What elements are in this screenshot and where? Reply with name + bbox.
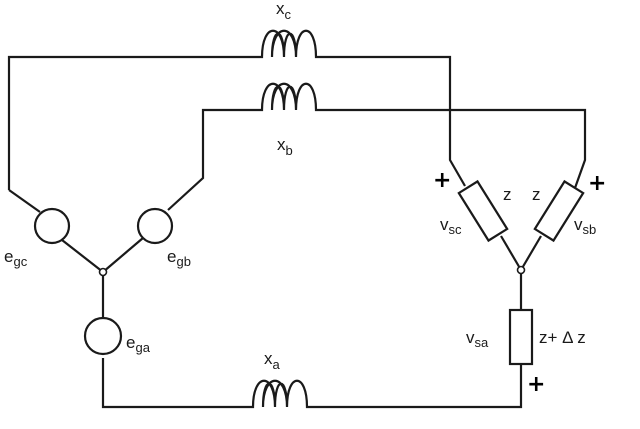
svg-text:egc: egc	[4, 247, 28, 269]
source-egc	[33, 207, 71, 245]
source-ega	[83, 316, 123, 356]
svg-text:vsb: vsb	[574, 215, 596, 237]
label-z-right: z	[532, 185, 541, 204]
label-vsa: vsa	[466, 328, 489, 350]
svg-text:egb: egb	[167, 247, 191, 269]
impedance-sa	[508, 308, 534, 366]
svg-text:xc: xc	[276, 0, 292, 22]
label-z-bottom: z+ Δ z	[539, 328, 586, 347]
label-egc: egc	[4, 247, 28, 269]
impedance-sc	[457, 179, 509, 243]
inductor-xb	[257, 82, 320, 112]
svg-text:vsc: vsc	[440, 215, 462, 237]
wire-phase-b	[167, 108, 587, 211]
svg-text:ega: ega	[126, 333, 151, 355]
source-egb	[136, 207, 174, 245]
label-z-left: z	[503, 185, 512, 204]
label-xc: xc	[276, 0, 292, 22]
impedance-sb	[533, 179, 585, 243]
svg-text:xa: xa	[264, 349, 281, 372]
label-vsb: vsb	[574, 215, 596, 237]
svg-text:vsa: vsa	[466, 328, 489, 350]
wire-source-c	[8, 189, 41, 213]
svg-text:xb: xb	[277, 135, 293, 158]
inductor-xa	[248, 379, 311, 409]
label-egb: egb	[167, 247, 191, 269]
label-ega: ega	[126, 333, 151, 355]
label-xb: xb	[277, 135, 293, 158]
source-neutral-node	[98, 267, 108, 277]
wire-source-neutral	[61, 237, 144, 318]
load-neutral-node	[516, 265, 526, 275]
wire-load-neutral	[500, 235, 542, 310]
inductor-xc	[257, 29, 320, 59]
label-xa: xa	[264, 349, 281, 372]
wire-phase-c	[7, 55, 466, 190]
wire-phase-a	[101, 358, 523, 409]
plus-sign-sa: +	[527, 372, 545, 397]
plus-sign-sc: +	[433, 168, 451, 193]
plus-sign-sb: +	[588, 171, 606, 196]
label-vsc: vsc	[440, 215, 462, 237]
